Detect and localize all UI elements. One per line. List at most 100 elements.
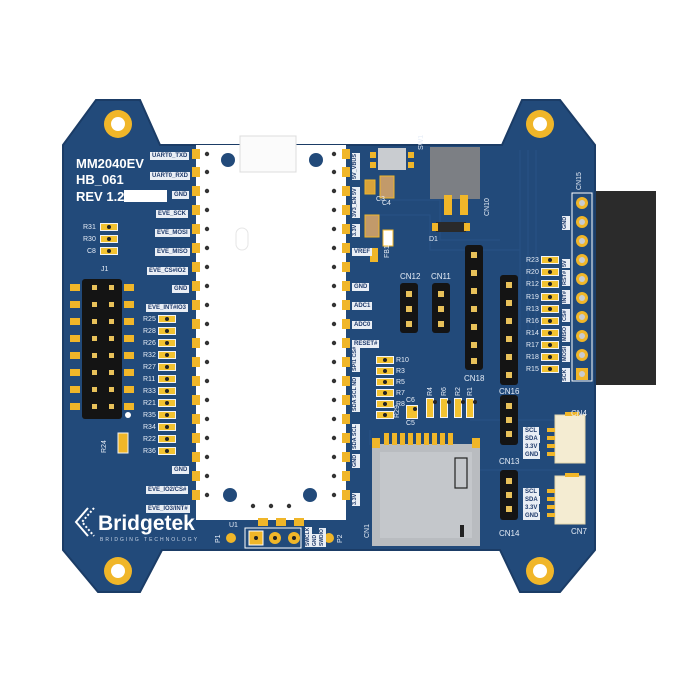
pin-label: EVE_IO3/INT# [146, 505, 190, 513]
resistor-r30 [100, 235, 118, 243]
pin-label: EVE_MISO [155, 248, 190, 256]
resistor [376, 389, 394, 397]
lcd-fpc-connector [590, 191, 656, 385]
cn15-pin-label: RST# [562, 269, 570, 286]
swd-label: GND [312, 533, 319, 547]
pin-label: EVE_IO2/CS# [146, 486, 189, 494]
ref-resistor: R17 [526, 342, 539, 349]
ref-resistor: R6 [441, 387, 448, 396]
ref-cn10: CN10 [484, 198, 491, 216]
ref-resistor: R34 [143, 424, 156, 431]
cn7-pin-label: SDA [523, 496, 540, 504]
ref-resistor: R29 [394, 405, 401, 418]
cn15-pin-label: GND [562, 215, 570, 230]
ref-resistor: R2 [455, 387, 462, 396]
resistor [541, 268, 559, 276]
ref-c5: C5 [406, 420, 415, 427]
resistor [426, 398, 437, 418]
ref-resistor: R25 [143, 316, 156, 323]
header-cn15 [571, 192, 593, 382]
resistor [541, 305, 559, 313]
resistor [158, 363, 176, 371]
mounting-hole-bottom-left [104, 557, 132, 585]
board-subtitle: HB_061 [76, 172, 124, 187]
pin-label: UART0_RXD [150, 172, 191, 180]
resistor [541, 365, 559, 373]
pin-label: 3V3_EN [352, 195, 360, 218]
ref-c8: C8 [87, 248, 96, 255]
cn15-pin-label: CS# [562, 309, 570, 322]
resistor [158, 339, 176, 347]
resistor [376, 378, 394, 386]
ref-c6: C6 [406, 397, 415, 404]
resistor [541, 341, 559, 349]
pin-label: GND [352, 453, 360, 468]
swd-label: SWDIO [319, 528, 326, 547]
resistor [158, 327, 176, 335]
pin-label: 3.3V [352, 223, 360, 237]
ref-c4: C4 [382, 200, 391, 207]
ref-resistor: R21 [143, 400, 156, 407]
pin-label: EVE_CS#IO2 [147, 267, 188, 275]
resistor [158, 411, 176, 419]
i2c-connector-cn4 [554, 414, 586, 464]
ref-resistor: R1 [467, 387, 474, 396]
ref-cn7: CN7 [571, 527, 588, 536]
pin-label: VREF [352, 248, 373, 256]
mounting-hole-top-right [526, 110, 554, 138]
resistor-r31 [100, 223, 118, 231]
resistor [541, 329, 559, 337]
ref-cn16: CN16 [499, 387, 520, 396]
resistor [541, 256, 559, 264]
pin-label: GND [172, 466, 190, 474]
resistor [376, 411, 394, 419]
ref-resistor: R27 [143, 364, 156, 371]
revision-label-box [124, 190, 167, 202]
cn15-pin-label: MOSI [562, 345, 570, 362]
ref-cn12: CN12 [400, 272, 421, 281]
ref-j1: J1 [101, 266, 109, 273]
resistor [376, 356, 394, 364]
ref-fb1: FB1 [384, 245, 391, 258]
ref-resistor: R32 [143, 352, 156, 359]
ref-d1: D1 [429, 236, 438, 243]
ref-resistor: R19 [526, 294, 539, 301]
ref-resistor: R4 [427, 387, 434, 396]
ref-resistor: R10 [396, 357, 409, 364]
ref-sw1: SW1 [418, 134, 425, 150]
ref-cn4: CN4 [571, 409, 588, 418]
pin-label: 5V_VBUS [352, 152, 360, 180]
capacitor-c8 [100, 247, 118, 255]
pin1-marker: 1 [565, 368, 569, 375]
ref-c3: C3 [376, 196, 385, 203]
resistor [466, 398, 477, 418]
swd-label: SWCLK [305, 526, 312, 547]
resistor [158, 315, 176, 323]
resistor [541, 293, 559, 301]
ref-resistor: R26 [143, 340, 156, 347]
ref-r30: R30 [83, 236, 96, 243]
pin-label: SPI1 CS# [352, 345, 360, 372]
ref-cn1: CN1 [364, 523, 371, 538]
pin-label: EVE_SCK [156, 210, 189, 218]
cn4-pin-label: 3.3V [523, 443, 540, 451]
i2c-connector-cn7 [554, 475, 586, 525]
pin-label: ADC1 [352, 302, 373, 310]
ref-cn15: CN15 [576, 172, 583, 190]
mounting-hole-top-left [104, 110, 132, 138]
ref-p1: P1 [215, 534, 222, 543]
resistor [541, 317, 559, 325]
ref-resistor: R7 [396, 390, 405, 397]
cn15-pin-label: INT# [562, 290, 570, 304]
ref-resistor: R11 [143, 376, 156, 383]
resistor [541, 353, 559, 361]
resistor [158, 447, 176, 455]
ref-resistor: R16 [526, 318, 539, 325]
capacitor-c6 [406, 405, 418, 419]
cn15-pin-label: 5V [562, 259, 570, 268]
pin-label: SDA SCL [352, 424, 360, 450]
ref-resistor: R35 [143, 412, 156, 419]
pin-label: EVE_INT#IO3 [146, 304, 189, 312]
resistor [158, 399, 176, 407]
ref-resistor: R18 [526, 354, 539, 361]
